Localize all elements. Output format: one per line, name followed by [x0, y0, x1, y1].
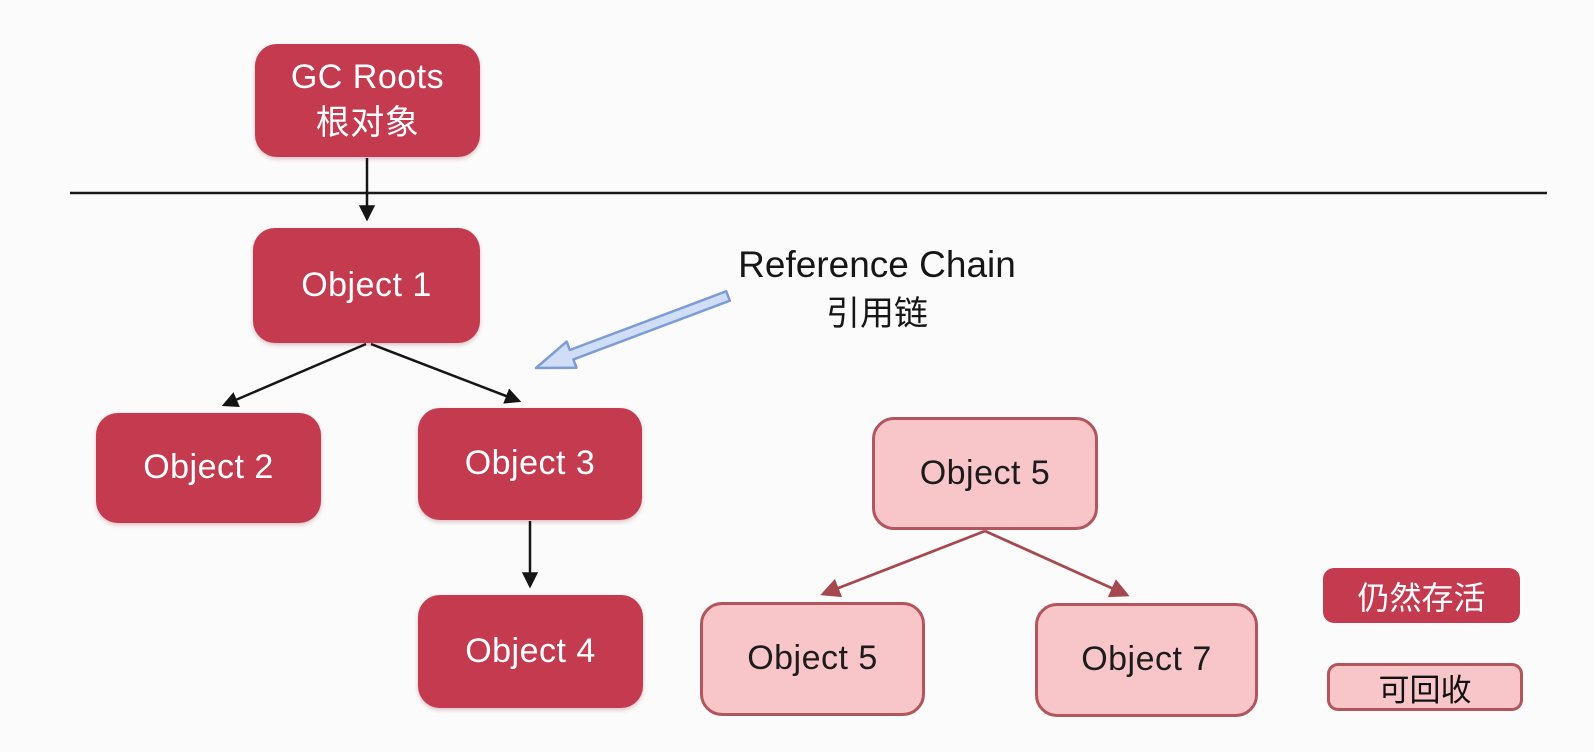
edge-object5parent-object5child: [820, 529, 986, 598]
legend-collectable-label: 可回收: [1378, 672, 1472, 708]
reference-chain-annotation: Reference Chain 引用链: [660, 241, 1094, 339]
reference-chain-annotation-en: Reference Chain: [738, 244, 1016, 285]
node-object1: Object 1: [253, 228, 480, 343]
node-object4-label: Object 4: [465, 631, 596, 670]
legend-still-alive: 仍然存活: [1323, 568, 1520, 623]
node-object5-child: Object 5: [700, 602, 925, 716]
node-object7: Object 7: [1035, 603, 1258, 717]
node-object5-child-label: Object 5: [747, 639, 878, 678]
node-gc-roots-label-en: GC Roots: [290, 57, 445, 96]
node-gc-roots-label-zh: 根对象: [315, 103, 420, 142]
node-gc-roots: GC Roots 根对象: [255, 44, 480, 157]
node-object2-label: Object 2: [143, 448, 274, 487]
reference-chain-annotation-zh: 引用链: [826, 295, 928, 333]
edge-object1-object2: [221, 342, 367, 408]
legend-collectable: 可回收: [1327, 663, 1523, 711]
node-object1-label: Object 1: [301, 265, 432, 304]
node-object7-label: Object 7: [1081, 640, 1212, 679]
node-object4: Object 4: [418, 595, 643, 708]
node-object5-parent-label: Object 5: [919, 453, 1051, 492]
node-object3: Object 3: [418, 408, 642, 520]
node-object2: Object 2: [96, 413, 321, 523]
node-object3-label: Object 3: [464, 444, 596, 483]
edge-object1-object3: [370, 342, 522, 404]
legend-still-alive-label: 仍然存活: [1357, 579, 1486, 616]
node-object5-parent: Object 5: [872, 417, 1098, 530]
edge-object5parent-object7: [984, 529, 1130, 598]
